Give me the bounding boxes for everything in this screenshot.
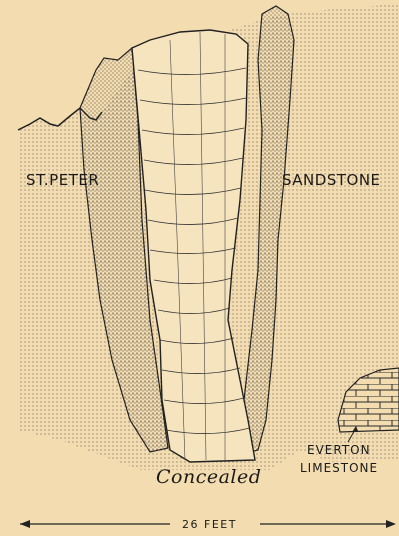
label-sandstone: SANDSTONE xyxy=(282,171,381,189)
scale-arrow-right xyxy=(386,520,396,528)
scale-label: 26 FEET xyxy=(178,518,241,531)
label-limestone: LIMESTONE xyxy=(300,461,378,475)
scale-arrow-left xyxy=(20,520,30,528)
label-everton: EVERTON xyxy=(307,443,371,457)
label-concealed: Concealed xyxy=(156,466,261,488)
label-st-peter: ST.PETER xyxy=(26,171,99,189)
